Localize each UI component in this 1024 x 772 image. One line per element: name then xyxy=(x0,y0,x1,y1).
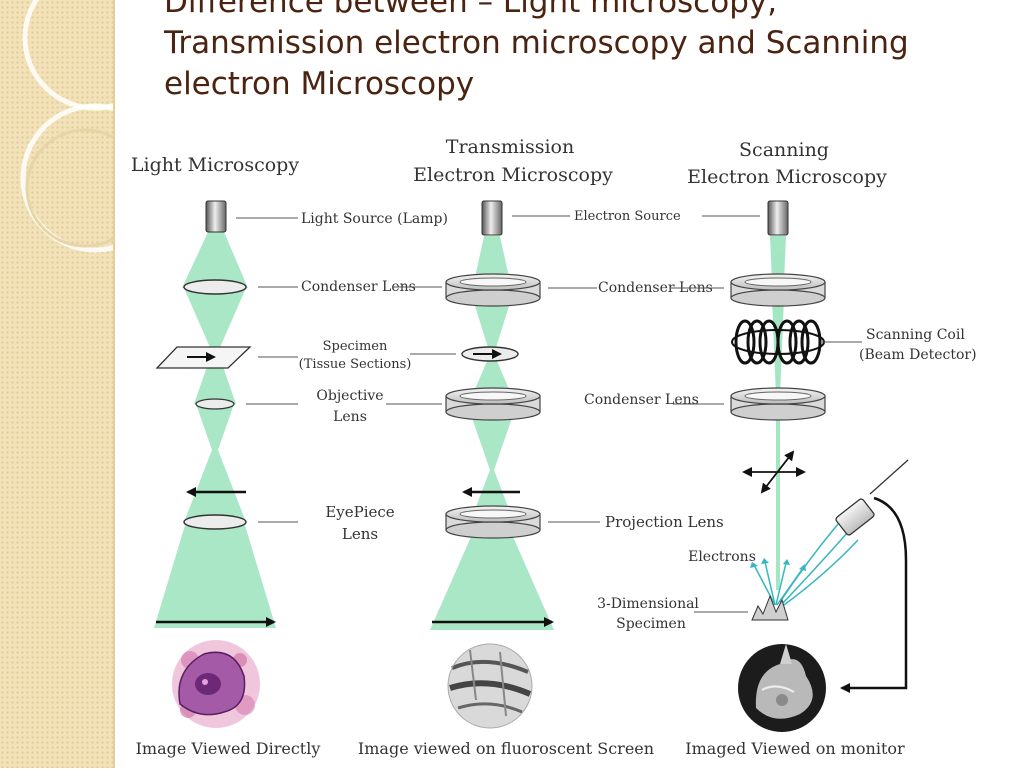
slide-title-line: electron Microscopy xyxy=(164,66,475,102)
label-objective-lens: Objective xyxy=(316,388,383,404)
column-title-sem: Scanning xyxy=(739,139,829,161)
sem-micrograph-image xyxy=(738,644,826,732)
microscopy-comparison-diagram: Light Microscopy Transmission Electron M… xyxy=(113,118,1024,768)
light-micrograph-image xyxy=(172,640,260,728)
sem-objective-lens-icon xyxy=(730,387,826,421)
scattered-electrons xyxy=(753,523,859,606)
scan-direction-arrows-icon xyxy=(742,450,806,494)
label-light-source: Light Source (Lamp) xyxy=(301,211,448,227)
column-title-light: Light Microscopy xyxy=(131,154,299,176)
electron-gun-icon xyxy=(481,200,503,236)
label-specimen: (Tissue Sections) xyxy=(299,357,412,372)
column-title-tem: Transmission xyxy=(446,136,574,158)
electron-detector-icon xyxy=(835,459,909,536)
slide-title-line: Difference between – Light microscopy, xyxy=(164,0,778,20)
label-3d-specimen: Specimen xyxy=(616,616,686,632)
slide-title: Difference between – Light microscopy, T… xyxy=(164,0,984,105)
label-eyepiece-lens: Lens xyxy=(342,525,378,543)
decorative-circles xyxy=(20,0,113,253)
sem-condenser-lens-icon xyxy=(730,273,826,307)
sem-electron-gun-icon xyxy=(767,200,789,236)
light-microscope-beam xyxy=(154,232,276,628)
caption-sem: Imaged Viewed on monitor xyxy=(685,739,905,758)
label-scanning-coil: Scanning Coil xyxy=(866,327,965,343)
tem-condenser-lens-icon xyxy=(445,273,541,307)
tem-micrograph-image xyxy=(447,643,533,729)
slide-title-line: Transmission electron microscopy and Sca… xyxy=(164,25,909,61)
tem-projection-lens-icon xyxy=(445,505,541,539)
specimen-3d-icon xyxy=(751,594,789,621)
label-specimen: Specimen xyxy=(323,339,388,354)
lamp-icon xyxy=(205,200,227,233)
objective-lens-icon xyxy=(195,398,235,410)
label-eyepiece-lens: EyePiece xyxy=(325,503,394,521)
condenser-lens-icon xyxy=(183,279,247,295)
label-electrons: Electrons xyxy=(688,549,756,565)
label-projection-lens: Projection Lens xyxy=(605,513,724,531)
column-title-tem: Electron Microscopy xyxy=(413,164,613,186)
label-condenser-lens: Condenser Lens xyxy=(584,392,699,408)
column-title-sem: Electron Microscopy xyxy=(687,166,887,188)
decorative-side-panel xyxy=(0,0,115,768)
caption-tem: Image viewed on fluoroscent Screen xyxy=(358,739,654,758)
label-3d-specimen: 3-Dimensional xyxy=(597,596,699,612)
label-electron-source: Electron Source xyxy=(574,209,681,224)
caption-light: Image Viewed Directly xyxy=(136,739,321,758)
signal-to-monitor-arrow xyxy=(840,496,908,693)
label-scanning-coil: (Beam Detector) xyxy=(859,347,977,363)
label-condenser-lens: Condenser Lens xyxy=(598,280,713,296)
eyepiece-lens-icon xyxy=(183,514,247,530)
tem-objective-lens-icon xyxy=(445,387,541,421)
label-condenser-lens: Condenser Lens xyxy=(301,279,416,295)
label-objective-lens: Lens xyxy=(333,409,367,425)
